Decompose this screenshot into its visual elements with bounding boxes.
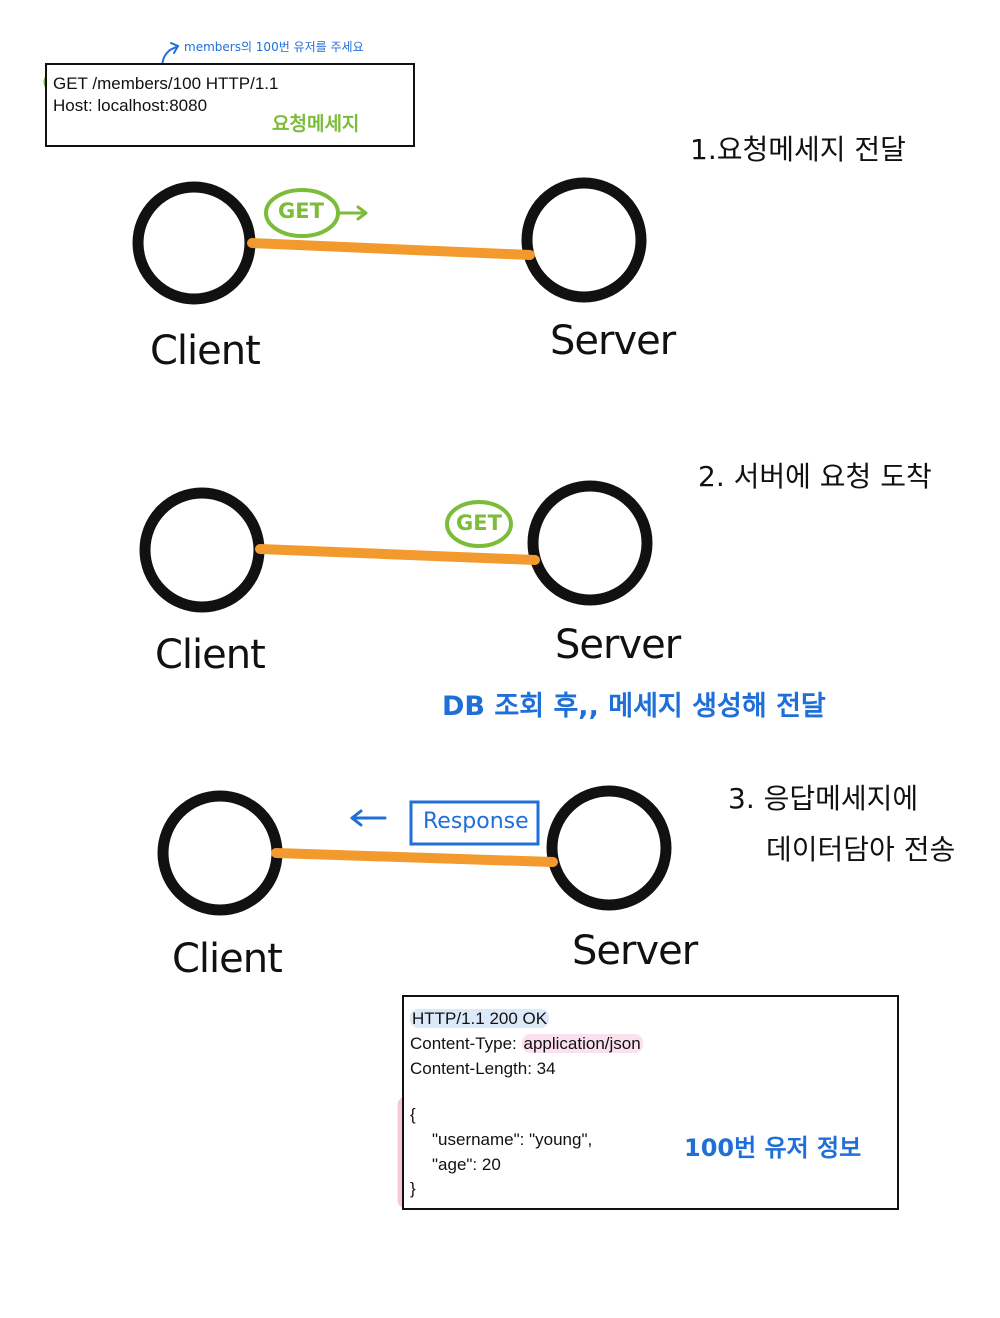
step-3-title-line1: 3. 응답메세지에: [728, 782, 919, 815]
client-node-2: [139, 487, 265, 613]
get-badge-1: GET: [278, 199, 324, 223]
response-message-box: HTTP/1.1 200 OK Content-Type: applicatio…: [402, 995, 899, 1210]
connection-line-3: [271, 848, 558, 867]
client-node-3: [157, 790, 283, 916]
server-label-1: Server: [550, 318, 676, 364]
server-node-3: [546, 785, 672, 911]
response-badge: Response: [423, 809, 529, 834]
server-label-3: Server: [572, 928, 698, 974]
db-query-note: DB 조회 후,, 메세지 생성해 전달: [442, 691, 826, 722]
client-node-1: [132, 181, 256, 305]
arrow-left-icon: [350, 809, 387, 827]
body-username: "username": "young",: [432, 1130, 593, 1149]
content-length-header: Content-Length: 34: [410, 1059, 556, 1078]
arrow-right-icon: [338, 205, 368, 221]
body-close-brace: }: [410, 1179, 416, 1198]
content-type-header: Content-Type: application/json: [410, 1034, 643, 1054]
step-1-title: 1.요청메세지 전달: [690, 133, 906, 166]
client-label-2: Client: [155, 632, 266, 678]
server-label-2: Server: [555, 622, 681, 668]
server-node-2: [527, 480, 653, 606]
content-type-key: Content-Type:: [410, 1034, 522, 1053]
request-message-box: GET /members/100 HTTP/1.1 Host: localhos…: [45, 63, 415, 147]
host-header: Host: localhost:8080: [53, 96, 208, 115]
connection-line-1: [247, 238, 535, 260]
connection-line-2: [255, 544, 540, 565]
content-type-value: application/json: [521, 1034, 643, 1053]
status-line: HTTP/1.1 200 OK: [410, 1009, 550, 1029]
request-message-label: 요청메세지: [272, 113, 360, 135]
get-badge-circle-1: [264, 188, 340, 238]
client-label-3: Client: [172, 936, 283, 982]
step-3-title-line2: 데이터담아 전송: [766, 833, 956, 866]
get-badge-circle-2: [445, 500, 513, 548]
get-badge-2: GET: [456, 511, 502, 535]
body-age: "age": 20: [432, 1155, 501, 1174]
client-label-1: Client: [150, 328, 261, 374]
server-node-1: [521, 177, 647, 303]
response-badge-box: [409, 800, 540, 846]
body-note: 100번 유저 정보: [684, 1134, 862, 1162]
request-line: GET /members/100 HTTP/1.1: [53, 74, 279, 93]
status-line-text: HTTP/1.1 200 OK: [410, 1009, 550, 1028]
step-2-title: 2. 서버에 요청 도착: [698, 460, 932, 493]
request-annotation: members의 100번 유저를 주세요: [184, 40, 364, 54]
body-open-brace: {: [410, 1105, 416, 1124]
